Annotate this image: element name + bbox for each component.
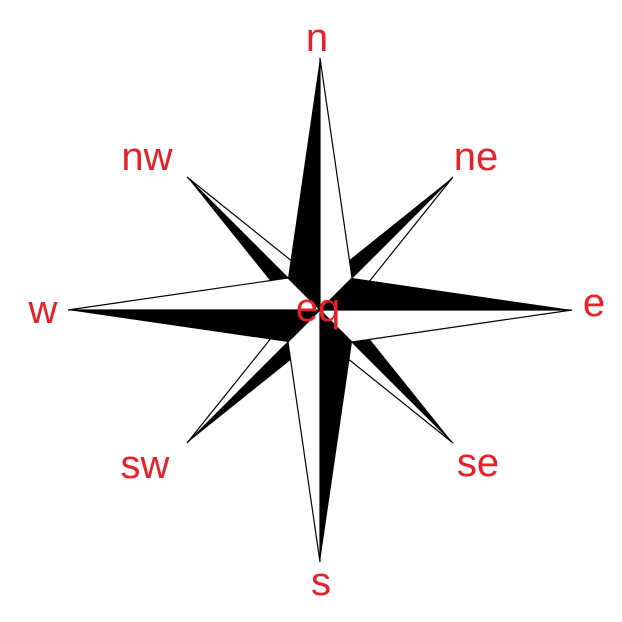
point-s-light (287, 308, 321, 563)
point-s-dark (320, 310, 352, 562)
label-northeast: ne (453, 135, 499, 179)
label-southeast: se (456, 441, 500, 485)
intercardinal-points (186, 176, 454, 444)
point-e-dark (320, 278, 572, 310)
point-n-dark (288, 58, 320, 310)
point-n-light (319, 57, 353, 312)
label-north: n (305, 16, 329, 60)
label-southwest: sw (120, 443, 170, 487)
point-e-light (318, 309, 573, 343)
point-w-dark (68, 310, 320, 342)
point-w-light (67, 277, 322, 311)
label-south: s (311, 560, 331, 604)
label-west: w (28, 288, 58, 332)
cardinal-points (67, 57, 573, 563)
label-east: e (582, 281, 606, 325)
label-center: eq (295, 286, 341, 330)
label-northwest: nw (121, 135, 173, 179)
